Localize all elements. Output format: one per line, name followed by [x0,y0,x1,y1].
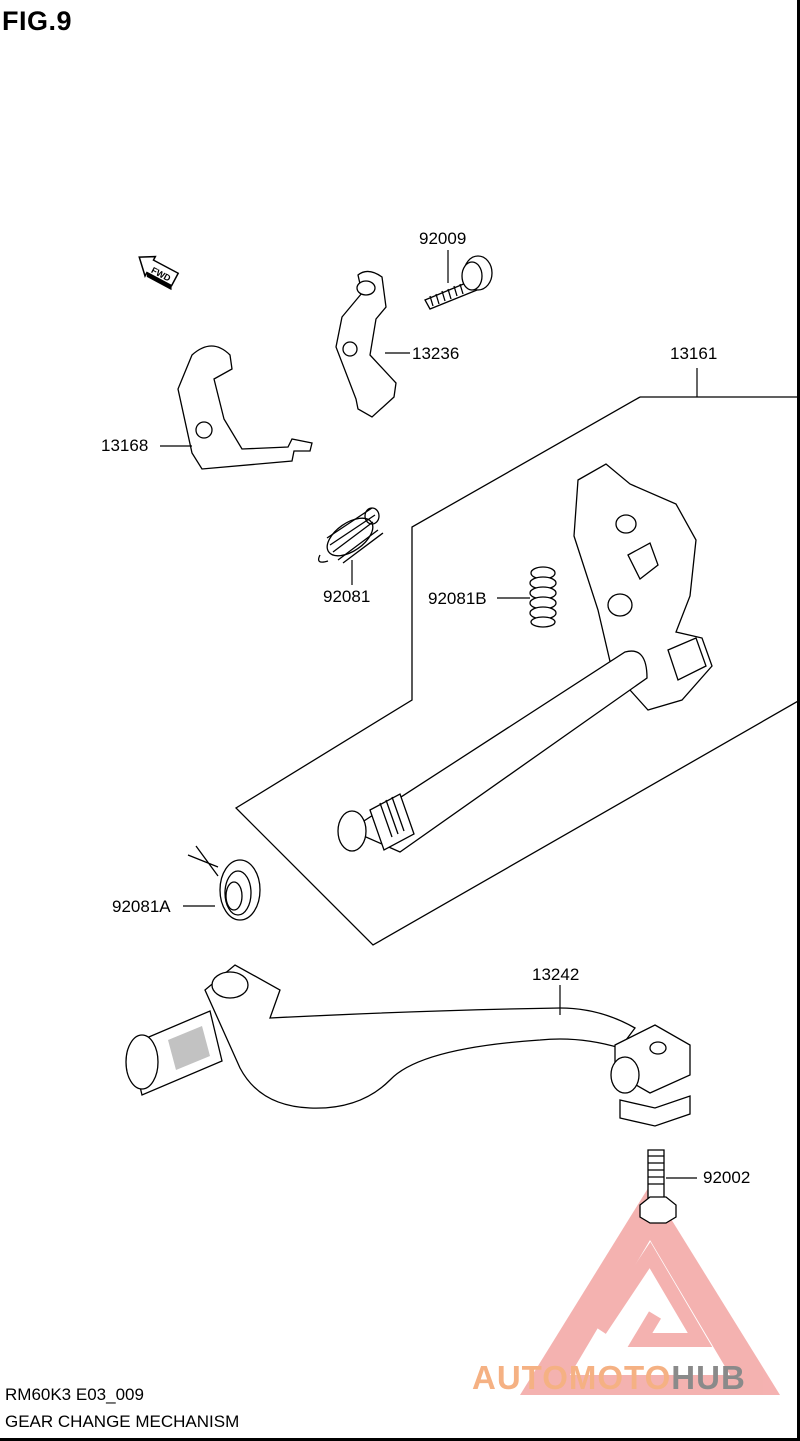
part-13242-pedal [125,964,691,1127]
part-13236-plate [335,270,397,418]
part-label-92081A: 92081A [112,897,171,916]
diagram-caption: GEAR CHANGE MECHANISM [5,1412,240,1431]
part-label-13161: 13161 [670,344,718,363]
watermark-text: AUTOMOTOHUB [472,1359,746,1397]
bottom-border [0,1438,800,1441]
diagram-code: RM60K3 E03_009 [5,1385,144,1404]
part-92002-bolt [639,1149,677,1224]
part-13161-shift-shaft [337,463,713,853]
part-92081B-spring [529,566,557,628]
part-label-92081B: 92081B [428,589,487,608]
watermark-accent: AUTOMOTO [472,1359,672,1396]
right-border [797,0,800,1441]
part-92009-bolt [424,255,493,310]
part-label-13236: 13236 [412,344,460,363]
part-label-92002: 92002 [703,1168,751,1187]
watermark-dark: HUB [671,1359,746,1396]
part-label-13242: 13242 [532,965,580,984]
part-label-92009: 92009 [419,229,467,248]
part-label-13168: 13168 [101,436,149,455]
forward-arrow-icon: FWD [138,255,180,291]
part-13168-stopper [177,345,313,470]
part-92081A-spring [187,845,261,921]
part-label-92081: 92081 [323,587,371,606]
figure-title: FIG.9 [2,6,73,36]
watermark-logo [520,1185,780,1395]
part-92081-spring [317,507,384,564]
